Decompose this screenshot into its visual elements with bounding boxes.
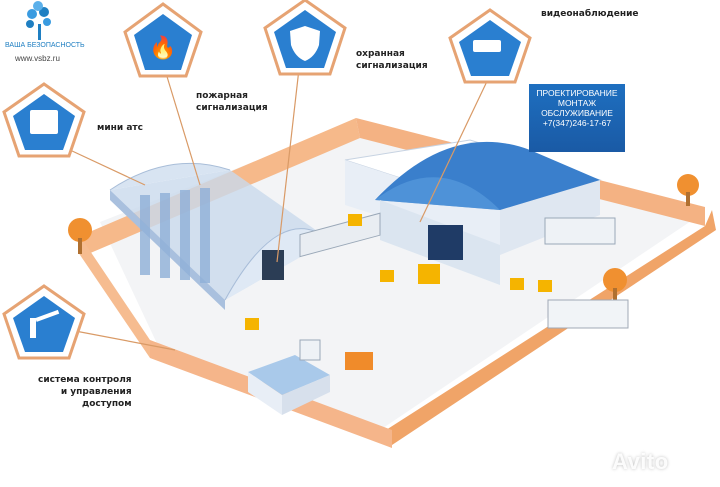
logo-name: ВАША БЕЗОПАСНОСТЬ [5,42,85,49]
video-badge [448,8,532,84]
guard-booth [248,355,330,415]
fire-extinguisher-icon: 🔥 [149,35,176,61]
billboard-line-1: ПРОЕКТИРОВАНИЕ [536,88,618,98]
trucks [299,212,629,370]
billboard-phone: +7(347)246-17-67 [542,118,612,128]
security-badge [263,0,347,76]
mini-pbx-label: мини атс [97,123,143,133]
pbx-badge [2,82,86,158]
avito-watermark: Avito [612,449,669,474]
access-control-label: система контроля и управления доступом [38,375,132,409]
billboard-line-3: ОБСЛУЖИВАНИЕ [541,108,613,118]
video-surveillance-label: видеонаблюдение [541,9,639,19]
billboard: ПРОЕКТИРОВАНИЕ МОНТАЖ ОБСЛУЖИВАНИЕ +7(34… [529,84,625,152]
security-alarm-label: охранная сигнализация [356,49,428,71]
callout-lines [69,59,491,351]
access-badge [2,284,86,360]
phone-icon [30,110,58,134]
billboard-line-2: МОНТАЖ [557,98,597,108]
service-badges: 🔥 [2,0,532,360]
forklifts [245,214,552,330]
shield-icon [290,26,320,61]
cctv-camera-icon [473,40,501,52]
logo-tree [26,1,51,40]
barrier-gate-icon [30,309,60,338]
fire-alarm-label: пожарная сигнализация [196,91,268,113]
trees [68,174,699,302]
site-url[interactable]: www.vsbz.ru [15,54,60,63]
main-warehouse [344,139,602,285]
fire-badge: 🔥 [123,2,203,78]
